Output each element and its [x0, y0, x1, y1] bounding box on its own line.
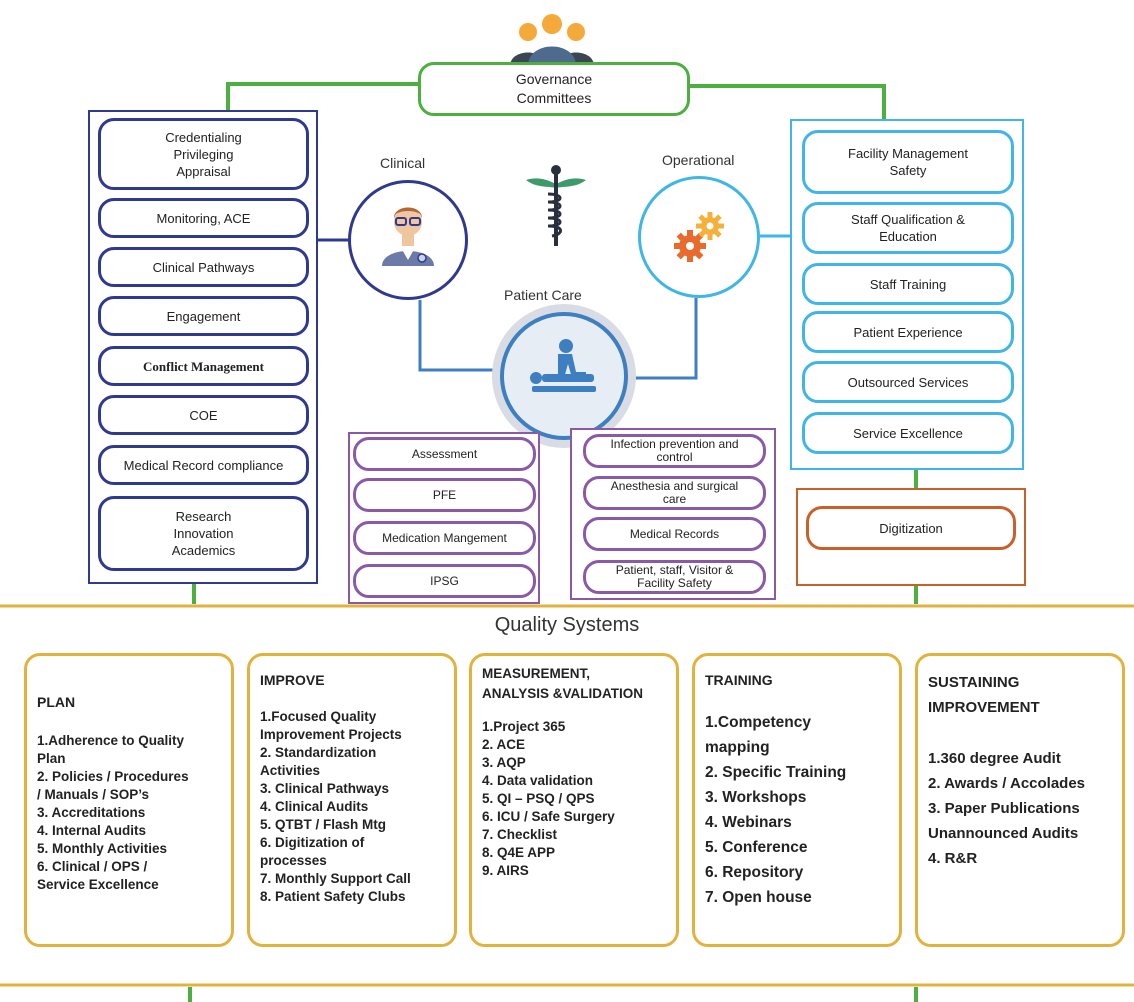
- digitization-box: Digitization: [806, 506, 1016, 550]
- quality-card-item: 8. Q4E APP: [482, 845, 556, 860]
- clinical-item-coe: COE: [98, 395, 309, 435]
- quality-card-item: 4. Data validation: [482, 773, 594, 788]
- operational-item-staff-qualification: Staff Qualification & Education: [802, 202, 1014, 254]
- clinical-item-monitoring: Monitoring, ACE: [98, 198, 309, 238]
- patient-care-safety: Patient, staff, Visitor & Facility Safet…: [583, 560, 766, 594]
- clinical-item-credentialing: Credentialing Privileging Appraisal: [98, 118, 309, 190]
- quality-card-item: 6. Repository: [705, 864, 804, 881]
- operational-item-staff-training: Staff Training: [802, 263, 1014, 305]
- quality-card-item: 1.Competency mapping: [705, 714, 811, 756]
- quality-card-item: 5. Conference: [705, 839, 808, 856]
- patient-care-pfe: PFE: [353, 478, 536, 512]
- operational-item-outsourced: Outsourced Services: [802, 361, 1014, 403]
- clinical-item-medical-record: Medical Record compliance: [98, 445, 309, 485]
- quality-card-item: 7. Checklist: [482, 827, 558, 842]
- quality-card-item: 1.Focused Quality Improvement Projects: [260, 709, 402, 742]
- quality-card-plan: PLAN 1.Adherence to Quality Plan 2. Poli…: [24, 653, 234, 947]
- quality-card-title: PLAN: [37, 694, 76, 710]
- people-group-icon: [510, 14, 594, 66]
- quality-card-item: 4. R&R: [928, 850, 978, 867]
- patient-care-anesthesia: Anesthesia and surgical care: [583, 476, 766, 510]
- quality-card-title: SUSTAINING IMPROVEMENT: [928, 674, 1040, 716]
- operational-item-patient-experience: Patient Experience: [802, 311, 1014, 353]
- patient-care-infection: Infection prevention and control: [583, 434, 766, 468]
- quality-card-item: 4. Clinical Audits: [260, 799, 369, 814]
- quality-card-improve: IMPROVE 1.Focused Quality Improvement Pr…: [247, 653, 457, 947]
- patient-care-assessment: Assessment: [353, 437, 536, 471]
- quality-card-item: 7. Open house: [705, 889, 812, 906]
- quality-card-measurement: MEASUREMENT, ANALYSIS &VALIDATION 1.Proj…: [469, 653, 679, 947]
- clinical-label: Clinical: [380, 155, 426, 171]
- patient-care-label: Patient Care: [504, 287, 582, 303]
- quality-card-item: 5. Monthly Activities: [37, 841, 168, 856]
- quality-card-item: 1.Project 365: [482, 719, 566, 734]
- quality-card-item: Unannounced Audits: [928, 825, 1079, 842]
- quality-card-item: 1.Adherence to Quality Plan: [37, 733, 185, 766]
- quality-card-item: 4. Webinars: [705, 814, 792, 831]
- quality-card-item: 3. Accreditations: [37, 805, 146, 820]
- governance-committees-box: Governance Committees: [418, 62, 690, 116]
- quality-card-item: 5. QI – PSQ / QPS: [482, 791, 595, 806]
- quality-card-item: 3. Paper Publications: [928, 800, 1080, 817]
- quality-card-item: 3. Workshops: [705, 789, 807, 806]
- patient-care-medical-records: Medical Records: [583, 517, 766, 551]
- quality-card-item: 3. Clinical Pathways: [260, 781, 390, 796]
- quality-card-item: 6. Digitization of processes: [260, 835, 365, 868]
- quality-card-item: 2. Specific Training: [705, 764, 847, 781]
- quality-card-item: 1.360 degree Audit: [928, 750, 1061, 767]
- quality-card-title: TRAINING: [705, 672, 773, 688]
- quality-card-item: 5. QTBT / Flash Mtg: [260, 817, 387, 832]
- operational-item-service-excellence: Service Excellence: [802, 412, 1014, 454]
- clinical-item-research: Research Innovation Academics: [98, 496, 309, 571]
- caduceus-icon: [526, 165, 586, 246]
- quality-card-item: 3. AQP: [482, 755, 526, 770]
- quality-card-item: 8. Patient Safety Clubs: [260, 889, 406, 904]
- quality-card-training: TRAINING 1.Competency mapping 2. Specifi…: [692, 653, 902, 947]
- patient-care-ipsg: IPSG: [353, 564, 536, 598]
- patient-care-icon: [530, 339, 596, 392]
- quality-card-title: IMPROVE: [260, 672, 325, 688]
- quality-systems-title: Quality Systems: [494, 614, 640, 636]
- quality-card-item: 7. Monthly Support Call: [260, 871, 411, 886]
- quality-card-item: 2. Standardization Activities: [260, 745, 377, 778]
- clinical-item-engagement: Engagement: [98, 296, 309, 336]
- quality-card-item: 4. Internal Audits: [37, 823, 147, 838]
- clinical-item-conflict: Conflict Management: [98, 346, 309, 386]
- gears-icon: [674, 212, 724, 262]
- quality-card-item: 6. Clinical / OPS / Service Excellence: [37, 859, 159, 892]
- quality-card-item: 2. Policies / Procedures / Manuals / SOP…: [37, 769, 189, 802]
- governance-label: Governance Committees: [515, 71, 593, 106]
- quality-card-item: 2. ACE: [482, 737, 526, 752]
- quality-card-item: 9. AIRS: [482, 863, 529, 878]
- quality-card-title: MEASUREMENT, ANALYSIS &VALIDATION: [482, 666, 644, 701]
- quality-card-item: 2. Awards / Accolades: [928, 775, 1086, 792]
- operational-item-facility: Facility Management Safety: [802, 130, 1014, 194]
- quality-card-sustaining: SUSTAINING IMPROVEMENT 1.360 degree Audi…: [915, 653, 1125, 947]
- quality-card-item: 6. ICU / Safe Surgery: [482, 809, 615, 824]
- operational-label: Operational: [662, 152, 735, 168]
- doctor-icon: [382, 207, 434, 266]
- clinical-item-pathways: Clinical Pathways: [98, 247, 309, 287]
- patient-care-medication: Medication Mangement: [353, 521, 536, 555]
